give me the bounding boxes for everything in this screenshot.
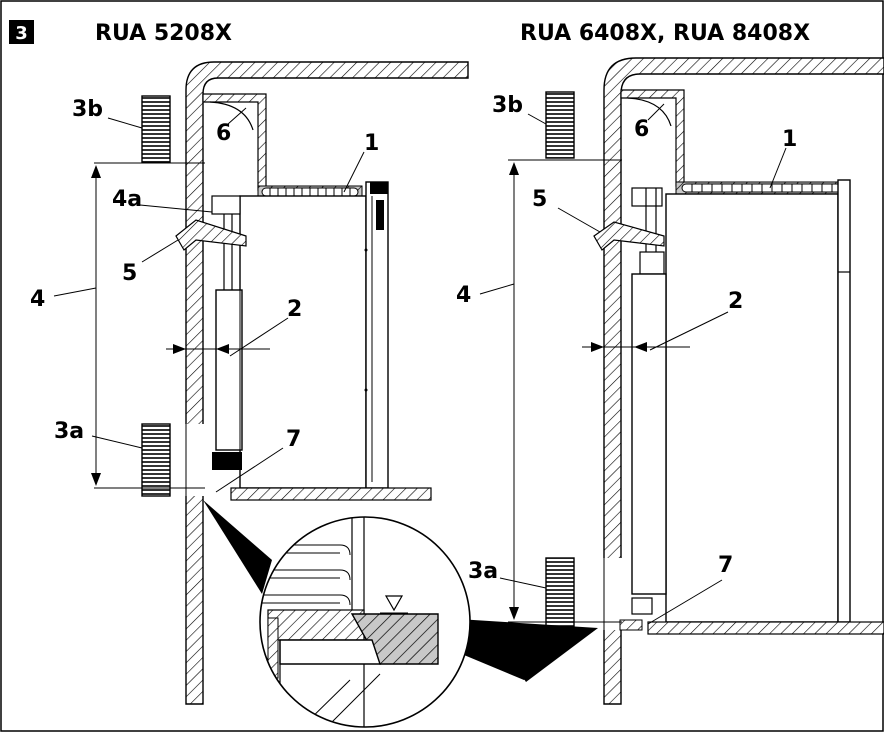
left-door-handle [376, 200, 384, 230]
right-vent-grille-top [545, 91, 575, 159]
right-installation: 3b 6 1 5 4 2 3a 7 [456, 57, 884, 705]
right-compressor-unit [631, 273, 667, 595]
left-model-title: RUA 5208X [95, 21, 232, 46]
left-installation: 3b 6 1 4a 5 4 2 3a 7 [30, 61, 469, 705]
callout-4-right: 4 [456, 283, 471, 308]
right-appliance-body [665, 193, 839, 623]
callout-7-left: 7 [286, 427, 301, 452]
callout-2-right: 2 [728, 289, 743, 314]
callout-4-left: 4 [30, 287, 45, 312]
callout-3b-right: 3b [492, 93, 523, 118]
left-floor [230, 487, 432, 501]
callout-3a-right: 3a [468, 559, 498, 584]
right-appliance-door [837, 179, 851, 623]
callout-5-left: 5 [122, 261, 137, 286]
callout-6-left: 6 [216, 121, 231, 146]
left-mounting-bracket [175, 219, 247, 251]
detail-lens-outline [259, 516, 471, 728]
callout-1-left: 1 [364, 131, 379, 156]
callout-3b-left: 3b [72, 97, 103, 122]
right-cabinet-wall [603, 57, 884, 705]
right-mounting-bracket [593, 221, 665, 251]
right-model-title: RUA 6408X, RUA 8408X [520, 21, 810, 46]
callout-1-right: 1 [782, 127, 797, 152]
left-compressor-base [212, 452, 242, 470]
right-floor [647, 621, 884, 635]
figure-number: 3 [15, 23, 28, 44]
callout-7-right: 7 [718, 553, 733, 578]
callout-6-right: 6 [634, 117, 649, 142]
figure-number-badge [9, 20, 34, 44]
left-appliance-body [239, 195, 367, 489]
left-condenser-coil [261, 187, 359, 197]
detail-magnifier [203, 500, 598, 728]
left-cabinet-wall [185, 61, 469, 705]
left-vent-grille-top [141, 95, 171, 163]
callout-2-left: 2 [287, 297, 302, 322]
callout-3a-left: 3a [54, 419, 84, 444]
right-vent-grille-bottom [545, 557, 575, 631]
callout-4a-left: 4a [112, 187, 142, 212]
left-compressor-unit [215, 289, 243, 451]
left-vent-grille-bottom [141, 423, 171, 497]
callout-5-right: 5 [532, 187, 547, 212]
